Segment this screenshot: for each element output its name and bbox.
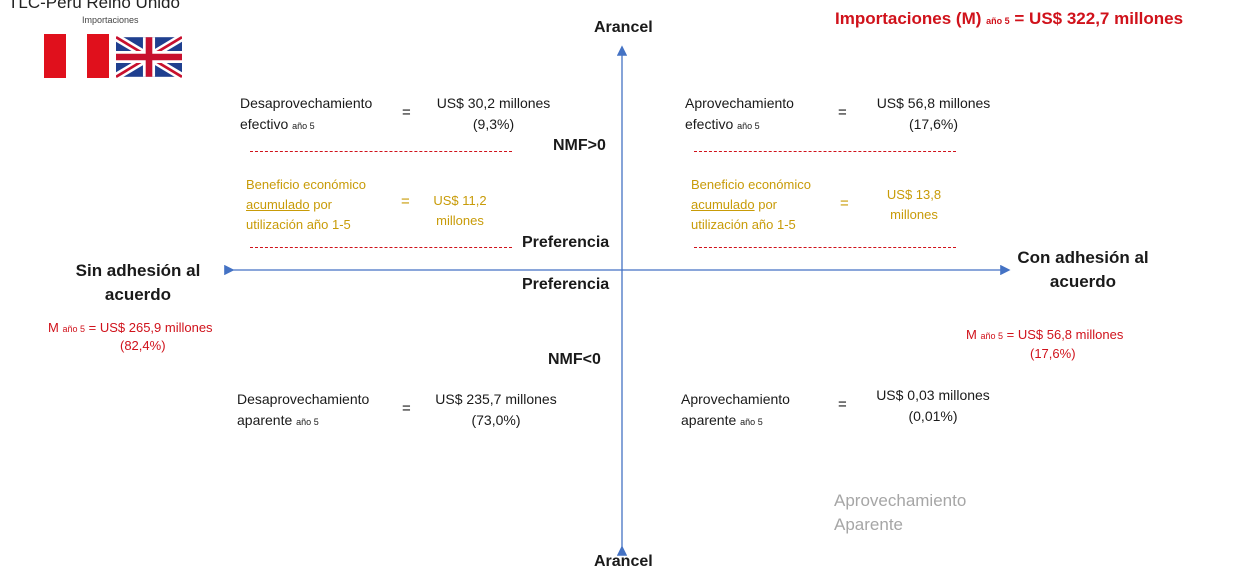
bl-label: Desaprovechamiento aparente año 5 bbox=[237, 389, 369, 433]
tl-benefit-line2b: por bbox=[309, 197, 333, 212]
bl-equals: = bbox=[402, 400, 411, 417]
preferencia-lower-label: Preferencia bbox=[522, 276, 610, 293]
tr-benefit-equals: = bbox=[840, 195, 849, 212]
br-value: US$ 0,03 millones (0,01%) bbox=[858, 385, 1008, 427]
right-m-label: M bbox=[966, 327, 977, 342]
total-year: año 5 bbox=[986, 16, 1010, 26]
tr-benefit-value2: millones bbox=[890, 207, 938, 222]
tl-benefit-value2: millones bbox=[436, 213, 484, 228]
tr-label-line1: Aprovechamiento bbox=[685, 95, 794, 111]
nmf-positive-label: NMF>0 bbox=[553, 137, 606, 154]
tl-value: US$ 30,2 millones (9,3%) bbox=[416, 93, 571, 135]
tl-benefit-equals: = bbox=[401, 193, 410, 210]
tr-benefit-line2b: por bbox=[754, 197, 778, 212]
tl-benefit-value1: US$ 11,2 bbox=[433, 193, 487, 208]
right-axis-label: Con adhesión al acuerdo bbox=[1003, 246, 1163, 294]
tl-label-line2: efectivo bbox=[240, 116, 289, 132]
tr-divider-top bbox=[694, 151, 956, 152]
nmf-negative-label: NMF<0 bbox=[548, 351, 601, 368]
tr-equals: = bbox=[838, 104, 847, 121]
axis-top-label: Arancel bbox=[594, 19, 653, 36]
br-label-line1: Aprovechamiento bbox=[681, 391, 790, 407]
tr-divider-bottom bbox=[694, 247, 956, 248]
tr-label-line2: efectivo bbox=[685, 116, 734, 132]
tr-value-pct: (17,6%) bbox=[908, 116, 959, 132]
caption-line2: Aparente bbox=[834, 515, 903, 534]
right-axis-line2: acuerdo bbox=[1049, 272, 1117, 291]
title: TLC-Perú Reino Unido bbox=[8, 0, 180, 12]
tl-benefit-line1: Beneficio económico bbox=[246, 177, 366, 192]
right-imports-pct: (17,6%) bbox=[1030, 346, 1076, 361]
tr-benefit-line1: Beneficio económico bbox=[691, 177, 811, 192]
right-imports: M año 5 = US$ 56,8 millones bbox=[966, 325, 1123, 346]
tl-value-pct: (9,3%) bbox=[472, 116, 515, 132]
total-imports: Importaciones (M) año 5 = US$ 322,7 mill… bbox=[835, 9, 1183, 29]
tl-label-year: año 5 bbox=[292, 121, 315, 131]
left-axis-label: Sin adhesión al acuerdo bbox=[58, 259, 218, 307]
left-m-year: año 5 bbox=[62, 324, 85, 334]
right-m-value: = US$ 56,8 millones bbox=[1006, 327, 1124, 342]
tr-label: Aprovechamiento efectivo año 5 bbox=[685, 93, 794, 137]
bl-label-line2: aparente bbox=[237, 412, 293, 428]
total-label: Importaciones (M) bbox=[835, 9, 982, 28]
tl-label: Desaprovechamiento efectivo año 5 bbox=[240, 93, 372, 137]
tr-benefit-label: Beneficio económico acumulado por utiliz… bbox=[691, 175, 811, 235]
tr-benefit-value: US$ 13,8 millones bbox=[874, 185, 954, 225]
left-imports: M año 5 = US$ 265,9 millones bbox=[48, 318, 213, 339]
br-value-pct: (0,01%) bbox=[908, 408, 958, 424]
aprovechamiento-aparente-caption: Aprovechamiento Aparente bbox=[834, 489, 966, 537]
tl-divider-bottom bbox=[250, 247, 512, 248]
br-label-line2: aparente bbox=[681, 412, 737, 428]
uk-flag-icon bbox=[116, 36, 182, 78]
bl-label-line1: Desaprovechamiento bbox=[237, 391, 370, 407]
right-axis-line1: Con adhesión al bbox=[1017, 248, 1149, 267]
bl-value-pct: (73,0%) bbox=[471, 412, 521, 428]
tr-value: US$ 56,8 millones (17,6%) bbox=[856, 93, 1011, 135]
left-imports-pct: (82,4%) bbox=[120, 338, 166, 353]
axis-bottom-label: Arancel bbox=[594, 553, 653, 570]
bl-value: US$ 235,7 millones (73,0%) bbox=[416, 389, 576, 431]
tl-benefit-label: Beneficio económico acumulado por utiliz… bbox=[246, 175, 366, 235]
tl-equals: = bbox=[402, 104, 411, 121]
preferencia-upper-label: Preferencia bbox=[522, 234, 610, 251]
br-equals: = bbox=[838, 396, 847, 413]
left-m-label: M bbox=[48, 320, 59, 335]
caption-line1: Aprovechamiento bbox=[834, 491, 967, 510]
tl-benefit-line3: utilización año 1-5 bbox=[246, 217, 351, 232]
tl-value-amount: US$ 30,2 millones bbox=[436, 95, 551, 111]
right-m-year: año 5 bbox=[980, 331, 1003, 341]
tl-benefit-value: US$ 11,2 millones bbox=[420, 191, 500, 231]
tr-value-amount: US$ 56,8 millones bbox=[876, 95, 991, 111]
left-axis-line2: acuerdo bbox=[104, 285, 172, 304]
tr-label-year: año 5 bbox=[737, 121, 760, 131]
tl-benefit-line2a: acumulado bbox=[246, 197, 310, 212]
tr-benefit-line2a: acumulado bbox=[691, 197, 755, 212]
br-label: Aprovechamiento aparente año 5 bbox=[681, 389, 790, 433]
left-axis-line1: Sin adhesión al bbox=[75, 261, 201, 280]
bl-value-amount: US$ 235,7 millones bbox=[435, 391, 557, 407]
tr-benefit-value1: US$ 13,8 bbox=[886, 187, 942, 202]
left-m-value: = US$ 265,9 millones bbox=[88, 320, 213, 335]
tr-benefit-line3: utilización año 1-5 bbox=[691, 217, 796, 232]
total-value: = US$ 322,7 millones bbox=[1014, 9, 1184, 28]
tl-divider-top bbox=[250, 151, 512, 152]
bl-label-year: año 5 bbox=[296, 417, 319, 427]
tl-label-line1: Desaprovechamiento bbox=[240, 95, 373, 111]
peru-flag-icon bbox=[44, 34, 109, 78]
br-label-year: año 5 bbox=[740, 417, 763, 427]
subtitle: Importaciones bbox=[82, 15, 139, 25]
br-value-amount: US$ 0,03 millones bbox=[876, 387, 990, 403]
